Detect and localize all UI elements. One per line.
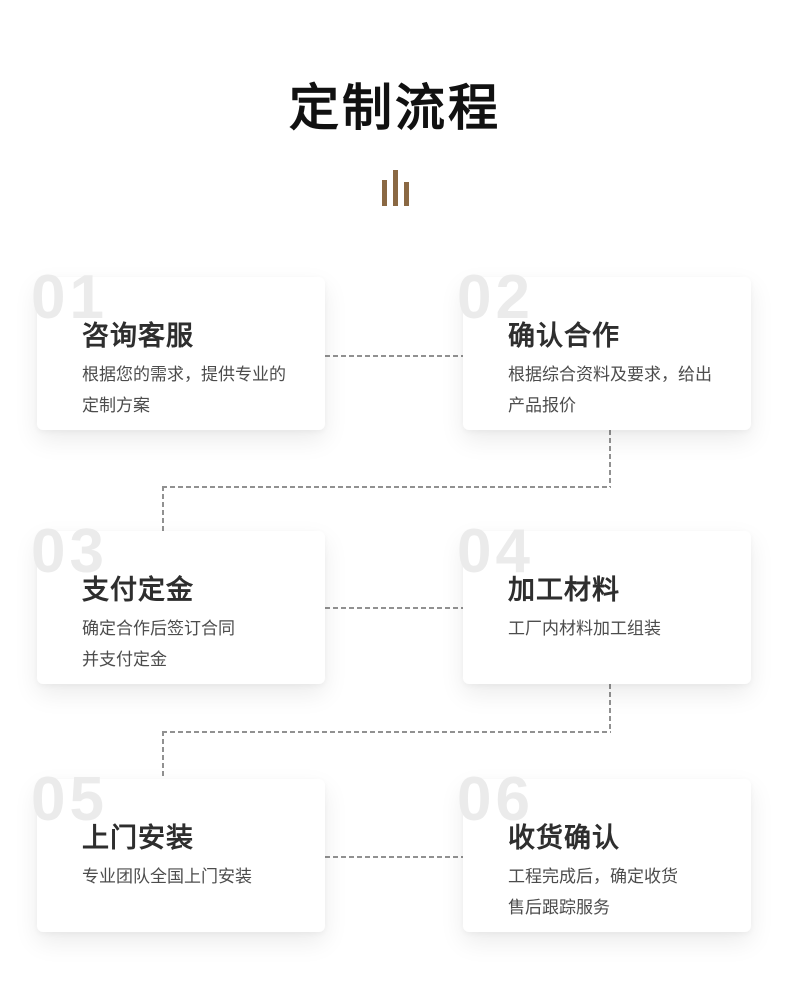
bar-middle [392, 170, 398, 206]
connector-04-05-into-card [162, 731, 164, 780]
step-number-4: 04 [457, 517, 534, 586]
connector-01-02 [325, 355, 463, 357]
step-number-1: 01 [31, 263, 108, 332]
step-title-2: 确认合作 [508, 321, 620, 351]
step-description-4: 工厂内材料加工组装 [508, 619, 661, 639]
step-title-5: 上门安装 [82, 823, 194, 853]
step-number-5: 05 [31, 765, 108, 834]
step-card-5: 05 上门安装 专业团队全国上门安装 [31, 769, 325, 932]
connector-03-04 [325, 607, 463, 609]
step-description-1: 根据您的需求，提供专业的 定制方案 [82, 365, 286, 416]
connector-05-06 [325, 856, 463, 858]
step-description-3: 确定合作后签订合同 并支付定金 [82, 619, 235, 670]
step-title-6: 收货确认 [508, 823, 620, 853]
step-card-6: 06 收货确认 工程完成后，确定收货 售后跟踪服务 [457, 769, 751, 932]
bar-right [403, 182, 409, 206]
connector-02-03-down [609, 430, 611, 487]
step-number-2: 02 [457, 263, 534, 332]
step-title-3: 支付定金 [82, 575, 194, 605]
connector-02-03-across [162, 486, 611, 488]
bar-left [381, 180, 387, 206]
step-card-2: 02 确认合作 根据综合资料及要求，给出 产品报价 [457, 267, 751, 430]
step-description-6: 工程完成后，确定收货 售后跟踪服务 [508, 867, 678, 918]
step-number-3: 03 [31, 517, 108, 586]
step-card-3: 03 支付定金 确定合作后签订合同 并支付定金 [31, 521, 325, 684]
step-description-2: 根据综合资料及要求，给出 产品报价 [508, 365, 712, 416]
step-card-1: 01 咨询客服 根据您的需求，提供专业的 定制方案 [31, 267, 325, 430]
step-card-4: 04 加工材料 工厂内材料加工组装 [457, 521, 751, 684]
triple-bars-icon [0, 169, 790, 206]
connector-04-05-down [609, 684, 611, 732]
step-title-4: 加工材料 [508, 575, 620, 605]
section-title: 定制流程 [289, 80, 501, 136]
step-description-5: 专业团队全国上门安装 [82, 867, 252, 887]
connector-04-05-across [162, 731, 611, 733]
connector-02-03-into-card [162, 486, 164, 532]
step-number-6: 06 [457, 765, 534, 834]
step-title-1: 咨询客服 [82, 321, 194, 351]
